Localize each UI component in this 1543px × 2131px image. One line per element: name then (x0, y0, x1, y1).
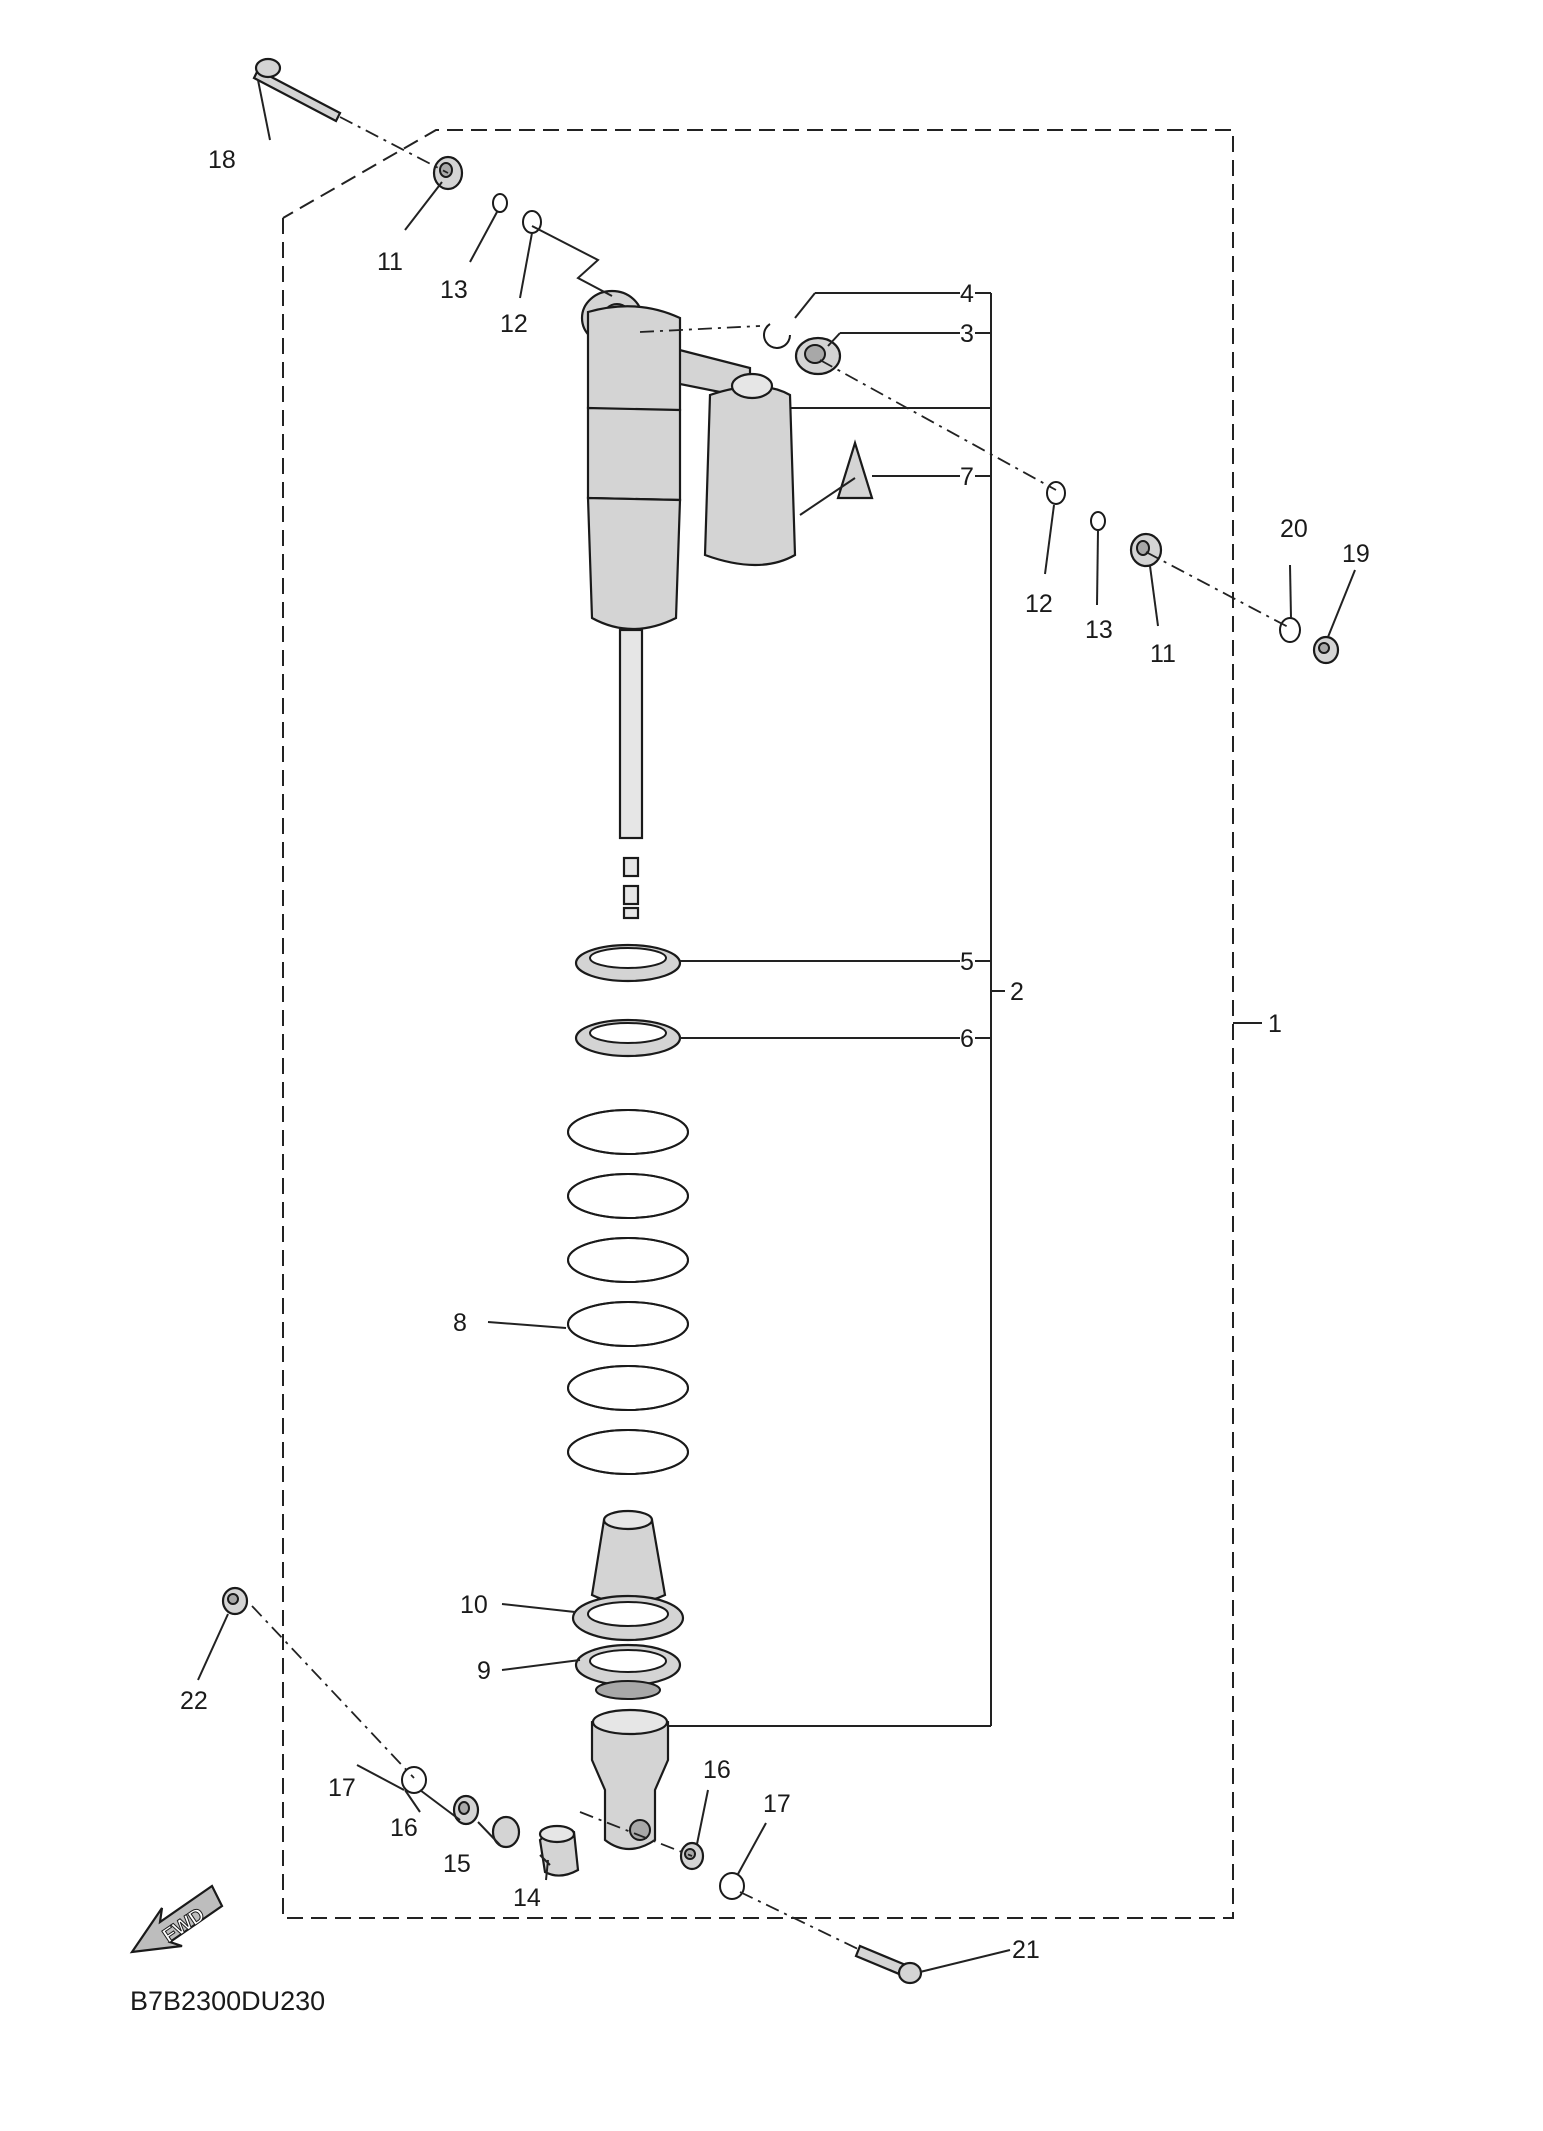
part-20-washer (1279, 617, 1301, 643)
callout-1: 1 (1268, 1010, 1282, 1038)
callout-5: 5 (960, 948, 974, 976)
callout-12-right: 12 (1025, 590, 1053, 618)
shock-absorber-body (580, 289, 797, 920)
part-22-nut (221, 1586, 249, 1616)
callout-9: 9 (477, 1657, 491, 1685)
part-13-oring-left (492, 193, 508, 213)
callout-6: 6 (960, 1025, 974, 1053)
callout-21: 21 (1012, 1936, 1040, 1964)
part-15-bushing (491, 1815, 521, 1849)
callout-18: 18 (208, 146, 236, 174)
callout-12-left: 12 (500, 310, 528, 338)
callout-22: 22 (180, 1687, 208, 1715)
part-12-seal-right (1046, 481, 1066, 505)
part-3-bushing (794, 336, 842, 376)
callout-17-right: 17 (763, 1790, 791, 1818)
callout-20: 20 (1280, 515, 1308, 543)
callout-11-left: 11 (377, 248, 403, 276)
part-13-oring-right (1090, 511, 1106, 531)
callout-16-right: 16 (703, 1756, 731, 1784)
part-11-collar-right (1129, 532, 1163, 568)
fwd-arrow-icon: FWD (129, 1884, 224, 1954)
callout-2: 2 (1010, 978, 1024, 1006)
callout-13-left: 13 (440, 276, 468, 304)
part-7-label (836, 439, 874, 500)
part-6-ring-nut (574, 1018, 682, 1058)
callout-15: 15 (443, 1850, 471, 1878)
callout-3: 3 (960, 320, 974, 348)
part-10-spring-seat (571, 1594, 685, 1642)
lower-clevis (590, 1708, 670, 1851)
diagram-code: B7B2300DU230 (130, 1986, 325, 2016)
callout-labels: 1 2 3 4 5 6 7 8 9 10 11 11 12 12 13 13 1… (180, 146, 1370, 1964)
part-17-washer-left (401, 1766, 427, 1794)
callout-13-right: 13 (1085, 616, 1113, 644)
callout-19: 19 (1342, 540, 1370, 568)
part-21-bolt (854, 1944, 923, 1985)
callout-16-left: 16 (390, 1814, 418, 1842)
part-18-bolt (252, 57, 342, 123)
bracket-part-2 (655, 292, 1005, 1727)
callout-14: 14 (513, 1884, 541, 1912)
callout-4: 4 (960, 280, 974, 308)
callout-10: 10 (460, 1591, 488, 1619)
assembly-axis-lines (251, 116, 1291, 1951)
part-14-bearing (538, 1824, 580, 1877)
part-9-stopper (574, 1643, 682, 1700)
part-16-seal-left (452, 1794, 480, 1826)
callout-8: 8 (453, 1309, 467, 1337)
part-4-circlip (763, 323, 791, 349)
bump-stop (590, 1509, 667, 1605)
callout-7: 7 (960, 463, 974, 491)
part-17-washer-right (719, 1872, 745, 1900)
part-8-spring (567, 1109, 689, 1475)
callout-17-left: 17 (328, 1774, 356, 1802)
leader-lines (197, 79, 1356, 1973)
part-19-nut (1312, 635, 1340, 665)
part-5-ring-nut (574, 943, 682, 983)
callout-11-right: 11 (1150, 640, 1176, 668)
